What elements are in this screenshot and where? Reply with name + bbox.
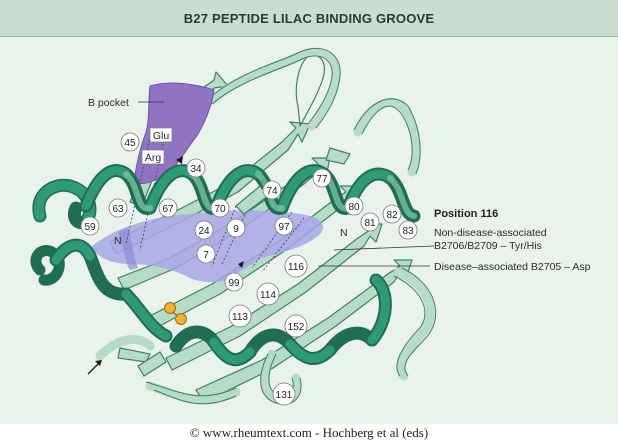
copyright-caption: © www.rheumtext.com - Hochberg et al (ed… (189, 425, 429, 440)
figure-title: B27 PEPTIDE LILAC BINDING GROOVE (183, 10, 435, 26)
residue-9: 9 (226, 218, 246, 238)
diagram-canvas: 45 34 63 59 67 70 74 77 80 81 82 83 24 9… (30, 47, 591, 406)
residue-97: 97 (274, 216, 294, 236)
svg-text:63: 63 (112, 204, 124, 215)
residue-114: 114 (256, 282, 280, 306)
alpha2-helix (30, 238, 392, 367)
svg-text:97: 97 (278, 222, 290, 233)
non-disease-label-1: Non-disease-associated (434, 227, 547, 239)
residue-80: 80 (344, 196, 364, 216)
svg-text:80: 80 (348, 202, 360, 213)
residue-70: 70 (210, 198, 230, 218)
svg-text:45: 45 (124, 138, 136, 149)
arrow-icon (87, 360, 102, 375)
residue-markers: 45 34 63 59 67 70 74 77 80 81 82 83 24 9… (80, 132, 418, 406)
svg-text:7: 7 (203, 250, 209, 261)
residue-116: 116 (284, 254, 308, 278)
n-terminus-left: N (114, 235, 122, 247)
svg-text:81: 81 (364, 218, 376, 229)
position-116-heading: Position 116 (434, 208, 498, 220)
residue-45: 45 (120, 132, 140, 152)
svg-text:113: 113 (232, 312, 248, 323)
residue-82: 82 (382, 204, 402, 224)
strand-ends (117, 147, 351, 377)
glu-box (149, 127, 173, 143)
svg-text:82: 82 (386, 210, 398, 221)
title-bar: B27 PEPTIDE LILAC BINDING GROOVE (0, 0, 618, 37)
non-disease-label-2: B2706/B2709 – Tyr/His (434, 240, 542, 252)
svg-text:59: 59 (84, 222, 96, 233)
svg-text:70: 70 (214, 204, 226, 215)
residue-77: 77 (312, 168, 332, 188)
loop-outlines (145, 47, 437, 405)
leader-lines (138, 101, 435, 267)
svg-text:83: 83 (402, 226, 414, 237)
svg-text:114: 114 (260, 290, 276, 301)
residue-34: 34 (186, 158, 206, 178)
glu-label: Glu (153, 130, 170, 142)
groove-shadow (118, 228, 138, 270)
residue-131: 131 (272, 382, 296, 406)
residue-7: 7 (196, 244, 216, 264)
residue-24: 24 (194, 220, 214, 240)
disulfide-bond-icon (164, 302, 187, 325)
svg-text:77: 77 (316, 174, 328, 185)
svg-text:67: 67 (162, 204, 174, 215)
svg-text:34: 34 (190, 164, 202, 175)
residue-59: 59 (80, 216, 100, 236)
residue-83: 83 (398, 220, 418, 240)
svg-text:99: 99 (228, 278, 240, 289)
svg-text:131: 131 (276, 390, 293, 401)
arg-box (141, 149, 165, 165)
residue-67: 67 (158, 198, 178, 218)
disease-label: Disease–associated B2705 – Asp (434, 261, 591, 273)
svg-text:152: 152 (288, 322, 305, 333)
figure-panel: B27 PEPTIDE LILAC BINDING GROOVE (0, 0, 618, 424)
svg-text:116: 116 (288, 262, 304, 273)
b-pocket-label: B pocket (88, 97, 129, 109)
n-terminus-right: N (340, 227, 348, 239)
svg-text:74: 74 (266, 186, 278, 197)
residue-152: 152 (284, 314, 308, 338)
residue-113: 113 (228, 304, 252, 328)
svg-text:9: 9 (233, 224, 239, 235)
svg-text:24: 24 (198, 226, 210, 237)
residue-63: 63 (108, 198, 128, 218)
residue-74: 74 (262, 180, 282, 200)
residue-81: 81 (360, 212, 380, 232)
residue-99: 99 (224, 272, 244, 292)
arg-label: Arg (145, 152, 162, 164)
